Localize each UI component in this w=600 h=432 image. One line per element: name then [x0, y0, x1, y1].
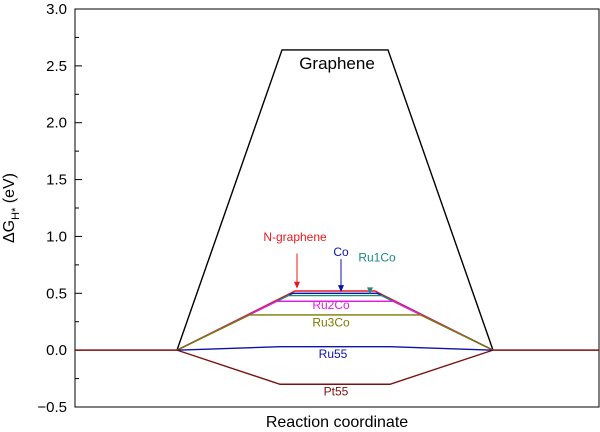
annotation-arrow-head — [294, 281, 300, 289]
y-tick-label: 0.5 — [46, 285, 67, 302]
x-axis-title: Reaction coordinate — [266, 414, 408, 431]
series-lines — [75, 49, 599, 385]
series-label-ru1co: Ru1Co — [358, 250, 396, 264]
y-axis-title-subscript: H* — [10, 207, 22, 220]
series-label-graphene: Graphene — [299, 54, 375, 73]
y-axis: −0.5 0.0 0.5 1.0 1.5 2.0 2.5 3.0 — [37, 1, 82, 416]
series-label-n-graphene: N-graphene — [263, 230, 327, 244]
y-tick-label: 2.0 — [46, 115, 67, 132]
y-tick-label: 0.0 — [46, 342, 67, 359]
annotation-arrow-head — [367, 287, 373, 295]
y-axis-title: ΔGH* (eV) — [1, 173, 22, 243]
y-tick-label: 3.0 — [46, 1, 67, 18]
y-tick-label: 2.5 — [46, 58, 67, 75]
series-line — [176, 346, 494, 351]
y-axis-title-main: ΔG — [1, 220, 18, 243]
series-label-ru2co: Ru2Co — [312, 298, 350, 312]
y-tick-label: 1.5 — [46, 172, 67, 189]
y-tick-label: 1.0 — [46, 228, 67, 245]
y-tick-label: −0.5 — [37, 399, 67, 416]
series-label-ru3co: Ru3Co — [312, 315, 350, 329]
series-label-pt55: Pt55 — [324, 385, 349, 399]
series-line — [176, 314, 494, 351]
annotation-arrow-head — [338, 285, 344, 293]
y-axis-title-unit: (eV) — [1, 173, 18, 208]
series-label-ru55: Ru55 — [319, 347, 348, 361]
series-label-co: Co — [333, 245, 349, 259]
series-line — [176, 349, 494, 385]
series-line — [176, 49, 494, 351]
